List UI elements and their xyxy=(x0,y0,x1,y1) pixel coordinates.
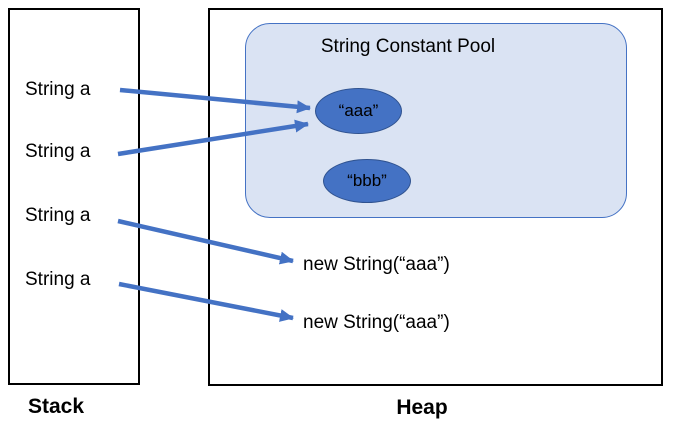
heap-object-2: new String(“aaa”) xyxy=(303,312,450,333)
stack-item-2: String a xyxy=(25,141,91,162)
stack-caption: Stack xyxy=(27,395,85,418)
pool-constant-bbb: “bbb” xyxy=(323,159,411,203)
stack-box xyxy=(8,8,140,385)
pool-constant-bbb-label: “bbb” xyxy=(347,171,387,190)
pool-constant-aaa-label: “aaa” xyxy=(338,101,379,120)
stack-item-3: String a xyxy=(25,205,91,226)
string-constant-pool-title: String Constant Pool xyxy=(320,36,496,57)
heap-object-1: new String(“aaa”) xyxy=(303,254,450,275)
heap-caption: Heap xyxy=(396,396,448,419)
stack-item-1: String a xyxy=(25,79,91,100)
pool-constant-aaa: “aaa” xyxy=(315,88,402,134)
stack-item-4: String a xyxy=(25,269,91,290)
